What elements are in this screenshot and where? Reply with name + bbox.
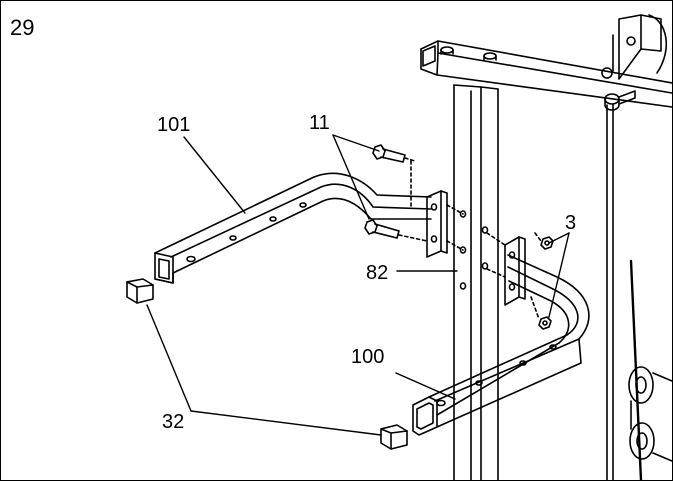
callout-100: 100: [351, 346, 385, 368]
part-101-arm: [154, 172, 448, 284]
callout-32: 32: [162, 411, 185, 433]
callout-3: 3: [565, 212, 577, 234]
step-number: 29: [10, 15, 35, 40]
bolts-part-11: [364, 144, 464, 251]
lower-pulley: [628, 366, 672, 462]
part-100-arm: [412, 232, 590, 436]
callout-11: 11: [309, 112, 330, 134]
nuts-part-3: [530, 232, 554, 330]
callout-101: 101: [157, 114, 191, 136]
upright-frame-82: [453, 84, 499, 480]
end-caps-part-32: [126, 278, 408, 450]
pulley-bracket: [601, 14, 667, 480]
leader-lines: [146, 134, 570, 436]
callout-82: 82: [366, 262, 389, 284]
top-crossbar: [420, 40, 672, 108]
